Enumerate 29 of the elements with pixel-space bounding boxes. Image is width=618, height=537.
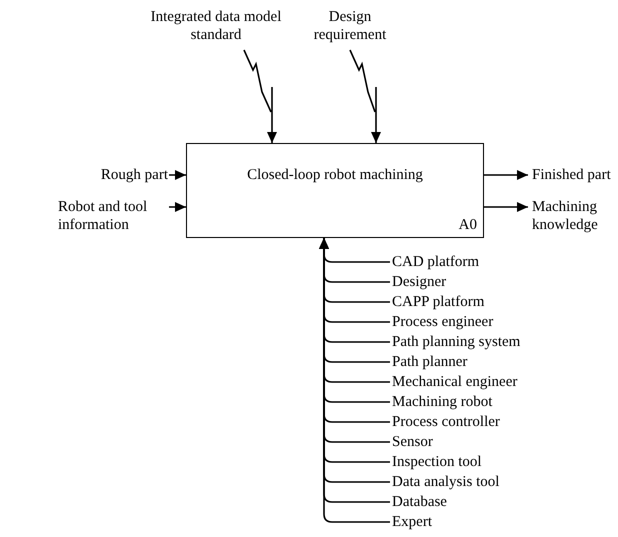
arrow — [349, 49, 381, 144]
mechanism-label: Process controller — [392, 413, 500, 431]
mechanism-label: Inspection tool — [392, 453, 482, 471]
mechanism-label: Expert — [392, 513, 432, 531]
arrow — [169, 202, 186, 212]
mechanism-label: Mechanical engineer — [392, 373, 518, 391]
input-label: Robot and tool information — [58, 198, 168, 234]
process-box — [186, 143, 484, 238]
arrow — [169, 170, 186, 180]
mechanism-label: Machining robot — [392, 393, 492, 411]
mechanism-label: Database — [392, 493, 447, 511]
arrow — [484, 202, 528, 212]
mechanism-label: Process engineer — [392, 313, 494, 331]
input-label: Rough part — [10, 166, 168, 184]
output-label: Machining knowledge — [532, 198, 612, 234]
mechanism-label: Path planning system — [392, 333, 520, 351]
output-label: Finished part — [532, 166, 612, 184]
mechanism-label: Designer — [392, 273, 446, 291]
mechanism-label: CAPP platform — [392, 293, 484, 311]
arrow — [243, 49, 277, 144]
mechanism-label: CAD platform — [392, 253, 480, 271]
control-label: Design requirement — [300, 8, 400, 44]
mechanism-label: Data analysis tool — [392, 473, 500, 491]
control-label: Integrated data model standard — [150, 8, 282, 44]
mechanism-label: Path planner — [392, 353, 468, 371]
arrow — [484, 170, 528, 180]
mechanism-label: Sensor — [392, 433, 433, 451]
process-title: Closed-loop robot machining — [246, 166, 424, 184]
node-number: A0 — [458, 216, 477, 234]
